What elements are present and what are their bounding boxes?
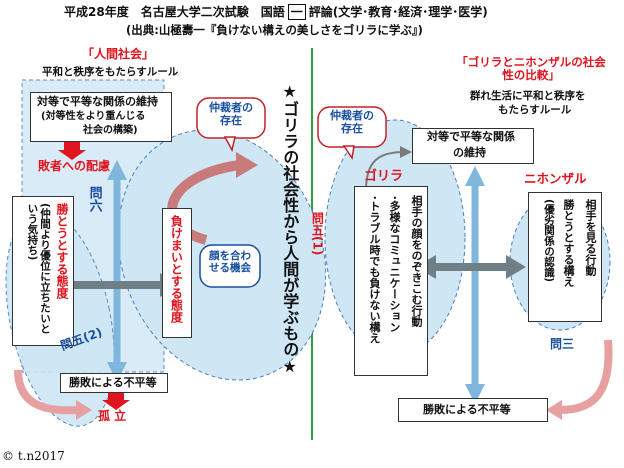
curved-arrow-left-bottom <box>14 369 79 415</box>
red-down-arrow-bottom <box>102 392 130 410</box>
center-mondai5-1: 問五(1) <box>310 212 325 256</box>
right-mediator-tail <box>342 145 355 160</box>
right-section-label: 「ゴリラとニホンザルの社会性の比較」 <box>456 55 606 83</box>
right-monkey-col2: 勝とうとする構え <box>562 199 575 287</box>
left-winning-box: 勝とうとする態度 (仲間より優位に立ちたいという気持ち) <box>12 196 74 346</box>
center-not-lose-text: 負けまいとする態度 <box>169 215 184 323</box>
center-face-text: 顔を合わせる機会 <box>209 250 251 275</box>
left-winning-desc: (仲間より優位に立ちたいという気持ち) <box>26 203 51 334</box>
left-vertical-arrow-head-top <box>107 160 127 180</box>
right-monkey-col3: (優劣関係の認識) <box>543 199 555 283</box>
right-equality-line1: 対等で平等な関係 <box>427 130 515 143</box>
right-gorilla-col1: 相手の顔をのぞきこむ行動 <box>410 195 423 327</box>
right-gorilla-col3: ･トラブル時でも負けない構え <box>368 195 381 344</box>
right-vertical-arrow-head-top <box>465 166 485 186</box>
right-equality-line2: の維持 <box>453 146 486 159</box>
curved-arrow-right-top <box>365 151 405 191</box>
left-winning-attitude: 勝とうとする態度 <box>55 203 69 299</box>
right-vertical-arrow-head-bottom <box>465 384 485 404</box>
copyright: © t.n2017 <box>2 449 65 463</box>
curved-arrow-right-bottom-head <box>546 400 562 420</box>
curved-arrow-center-head <box>236 152 258 178</box>
right-gorilla-box: 相手の顔をのぞきこむ行動 ･多様なコミュニケーション ･トラブル時でも負けない構… <box>354 186 428 376</box>
left-isolation: 孤 立 <box>98 409 127 423</box>
center-not-lose-box: 負けまいとする態度 <box>162 208 192 338</box>
right-section-label-text: 「ゴリラとニホンザルの社会性の比較」 <box>456 55 606 83</box>
left-equality-line2: (対等性をより重んじる <box>41 111 146 122</box>
right-monkey-label: ニホンザル <box>524 171 587 186</box>
left-section-subtitle: 平和と秩序をもたらすルール <box>42 66 179 78</box>
center-mediator-tail <box>223 136 236 153</box>
header-title-mark: 一 <box>287 4 306 20</box>
center-vertical-title: ★ゴリラの社会性から人間が学ぶもの★ <box>280 82 300 376</box>
red-down-arrow-top <box>58 140 86 160</box>
left-section-label: 「人間社会」 <box>82 47 155 61</box>
right-gorilla-col2: ･多様なコミュニケーション <box>388 195 401 333</box>
left-defeated-care: 敗者への配慮 <box>38 159 111 173</box>
left-vertical-arrow-head-bottom <box>107 362 127 382</box>
right-subtitle2: もたらすルール <box>498 104 572 116</box>
left-mondai6: 問六 <box>86 186 102 212</box>
header-source: (出典:山極壽一『負けない構えの美しさをゴリラに学ぶ』) <box>126 23 423 37</box>
right-inequality-box: 勝敗による不平等 <box>398 398 548 422</box>
center-mediator-text: 仲裁者の存在 <box>209 101 253 127</box>
right-subtitle1: 群れ生活に平和と秩序を <box>470 90 586 102</box>
curved-arrow-left-bottom-head <box>76 400 92 420</box>
face-callout <box>199 244 261 288</box>
header-title-main: 平成28年度 名古屋大学二次試験 国語 <box>64 5 285 19</box>
right-gorilla-label: ゴリラ <box>364 169 404 184</box>
left-equality-line1: 対等で平等な関係の維持 <box>37 95 158 108</box>
right-horizontal-arrow-head-right <box>506 255 526 279</box>
left-inequality-text: 勝敗による不平等 <box>69 376 157 389</box>
curved-arrow-right-bottom <box>559 339 613 414</box>
curved-arrow-right-top-head <box>400 146 412 158</box>
right-equality-box: 対等で平等な関係 の維持 <box>412 128 534 164</box>
right-mondai3: 問三 <box>550 337 575 351</box>
header-title: 平成28年度 名古屋大学二次試験 国語一評論(文学･教育･経済･理学･医学) <box>64 4 488 20</box>
left-equality-box: 対等で平等な関係の維持 (対等性をより重んじる 社会の構築) <box>30 92 172 142</box>
left-equality-line3: 社会の構築) <box>83 125 138 136</box>
right-monkey-box: 相手を見る行動 勝とうとする構え (優劣関係の認識) <box>528 192 602 322</box>
left-inequality-box: 勝敗による不平等 <box>60 373 168 393</box>
right-inequality-text: 勝敗による不平等 <box>423 403 511 416</box>
right-monkey-col1: 相手を見る行動 <box>584 199 597 276</box>
header-title-tail: 評論(文学･教育･経済･理学･医学) <box>308 5 488 19</box>
right-mediator-text: 仲裁者の存在 <box>330 109 374 135</box>
